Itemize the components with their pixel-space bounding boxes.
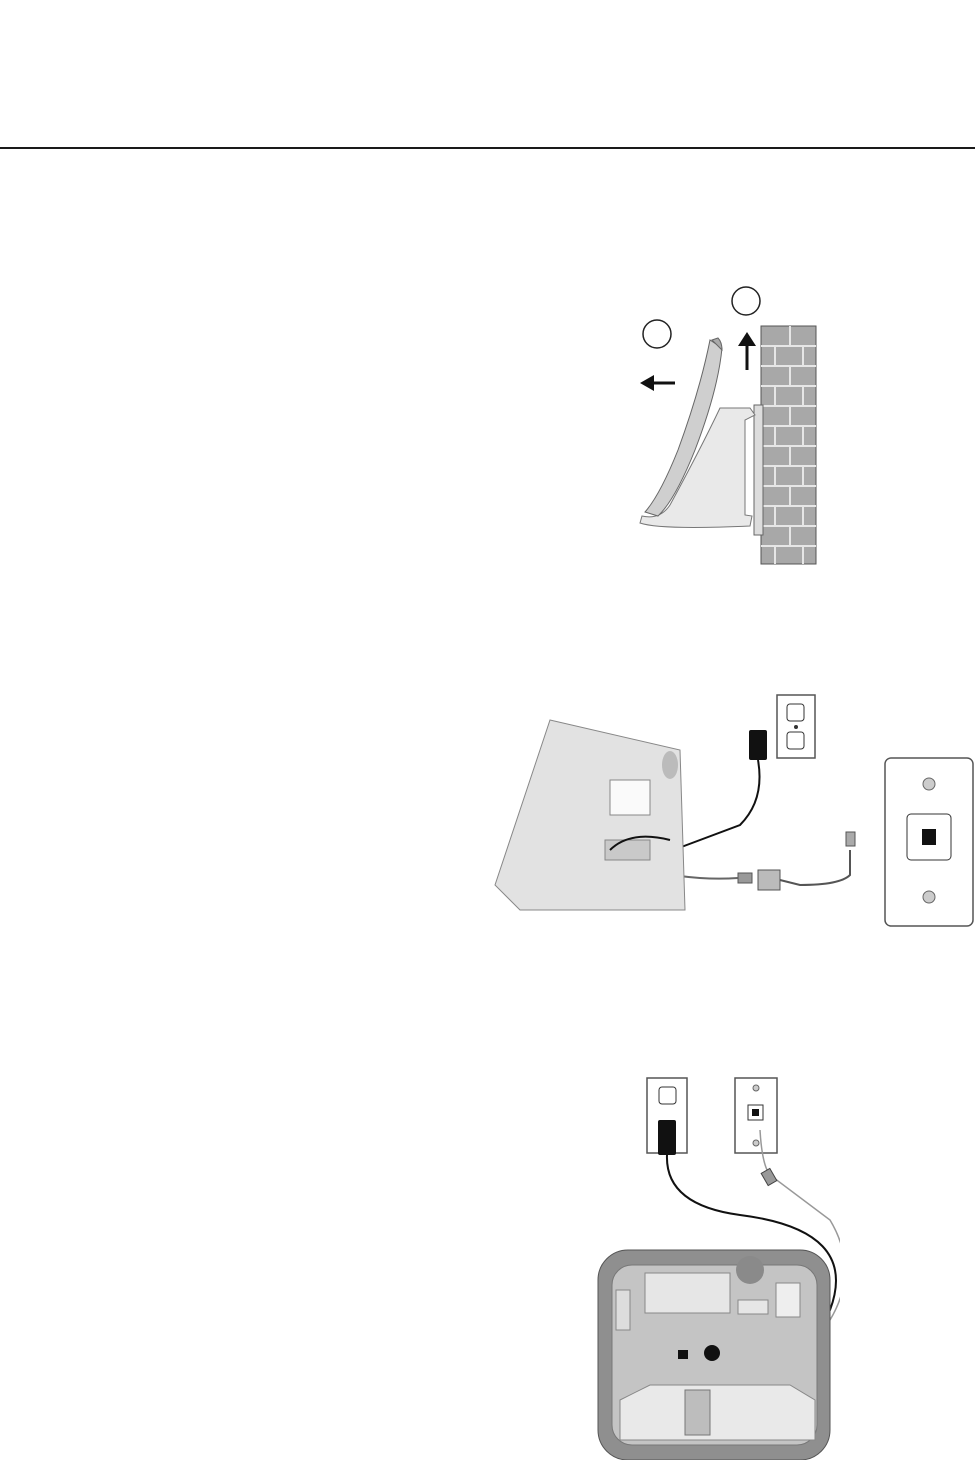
power-outlet-icon — [777, 695, 815, 758]
arrow-left-icon — [640, 375, 675, 391]
telephone-base-icon — [640, 338, 755, 527]
wall-mount-removal-figure — [600, 280, 840, 580]
brick-wall-icon — [761, 326, 816, 564]
table-connection-figure — [590, 1070, 840, 1460]
telephone-wall-jack-icon — [885, 758, 973, 926]
header-rule — [0, 147, 975, 149]
step-circle-icon — [643, 320, 671, 348]
power-adapter-icon — [749, 730, 767, 760]
telephone-base-icon — [495, 720, 685, 910]
wall-connection-figure — [480, 690, 975, 935]
telephone-wall-jack-icon — [735, 1078, 777, 1153]
power-outlet-icon — [647, 1078, 687, 1155]
telephone-base-bottom-icon — [598, 1250, 830, 1460]
step-circle-icon — [732, 287, 760, 315]
arrow-up-icon — [738, 332, 756, 370]
